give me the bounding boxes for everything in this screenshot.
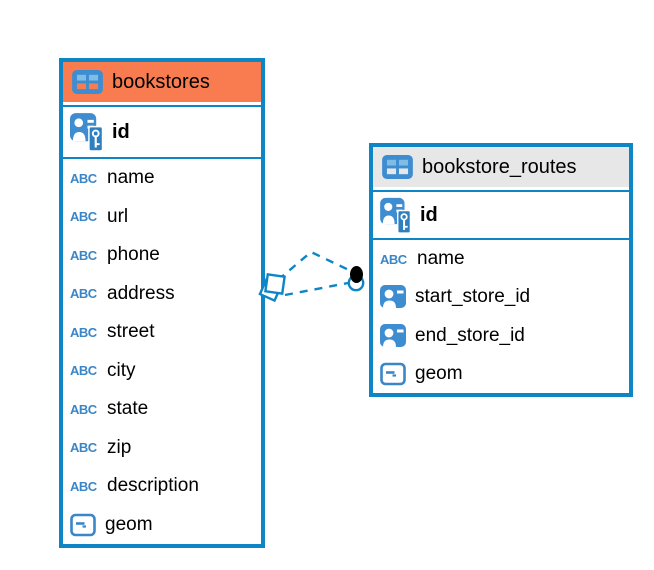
table-bookstores[interactable]: bookstores id ABC	[59, 58, 265, 548]
table-grid-icon	[72, 70, 103, 94]
text-type-icon: ABC	[70, 324, 97, 340]
text-type-icon: ABC	[70, 478, 97, 494]
column-name: geom	[415, 362, 463, 384]
column-row[interactable]: ABC phone	[70, 236, 254, 275]
column-name: address	[107, 282, 175, 304]
column-list: ABC name start_store_id	[373, 240, 629, 393]
column-row[interactable]: geom	[380, 355, 622, 393]
table-header-bookstores[interactable]: bookstores	[63, 62, 261, 105]
text-type-icon: ABC	[70, 440, 97, 456]
table-name: bookstore_routes	[422, 155, 577, 178]
column-name: name	[107, 167, 155, 189]
column-name: end_store_id	[415, 324, 525, 346]
column-name: description	[107, 475, 199, 497]
column-row[interactable]: ABC url	[70, 198, 254, 237]
text-type-icon: ABC	[70, 401, 97, 417]
relationship-dot-marker[interactable]	[347, 266, 365, 292]
relationship-line-start-store[interactable]	[277, 250, 352, 281]
table-grid-icon	[382, 155, 413, 179]
column-name: start_store_id	[415, 286, 531, 308]
text-type-icon: ABC	[70, 209, 97, 225]
column-name: id	[112, 120, 130, 143]
column-row[interactable]: ABC name	[70, 159, 254, 198]
text-type-icon: ABC	[70, 247, 97, 263]
column-row[interactable]: start_store_id	[380, 278, 622, 316]
text-type-icon: ABC	[380, 251, 407, 267]
primary-key-icon	[70, 112, 103, 152]
column-name: city	[107, 359, 136, 381]
column-name: geom	[105, 513, 153, 535]
column-row[interactable]: ABC street	[70, 313, 254, 352]
column-name: state	[107, 398, 149, 420]
column-row[interactable]: ABC zip	[70, 429, 254, 468]
column-name: id	[420, 203, 438, 226]
text-type-icon: ABC	[70, 363, 97, 379]
table-bookstore-routes[interactable]: bookstore_routes id ABC	[369, 143, 633, 397]
column-row[interactable]: ABC address	[70, 275, 254, 314]
table-name: bookstores	[112, 70, 210, 93]
column-row[interactable]: ABC name	[380, 240, 622, 278]
column-name: street	[107, 321, 155, 343]
column-name: zip	[107, 436, 132, 458]
text-type-icon: ABC	[70, 286, 97, 302]
foreign-key-icon	[380, 323, 406, 348]
table-header-bookstore-routes[interactable]: bookstore_routes	[373, 147, 629, 190]
geometry-icon	[70, 512, 96, 538]
column-row[interactable]: ABC state	[70, 390, 254, 429]
column-name: phone	[107, 244, 160, 266]
column-row[interactable]: ABC description	[70, 467, 254, 506]
column-row[interactable]: geom	[70, 506, 254, 545]
geometry-icon	[380, 361, 406, 387]
column-row-primary-key[interactable]: id	[373, 190, 629, 240]
column-name: name	[417, 248, 465, 270]
column-list: ABC name ABC url ABC phone ABC address A…	[63, 159, 261, 544]
foreign-key-icon	[380, 285, 406, 309]
column-row-primary-key[interactable]: id	[63, 105, 261, 159]
primary-key-icon	[380, 197, 411, 234]
column-name: url	[107, 205, 129, 227]
text-type-icon: ABC	[70, 170, 97, 186]
column-row[interactable]: ABC city	[70, 352, 254, 391]
column-row[interactable]: end_store_id	[380, 317, 622, 355]
relationship-line-end-store[interactable]	[284, 281, 349, 297]
